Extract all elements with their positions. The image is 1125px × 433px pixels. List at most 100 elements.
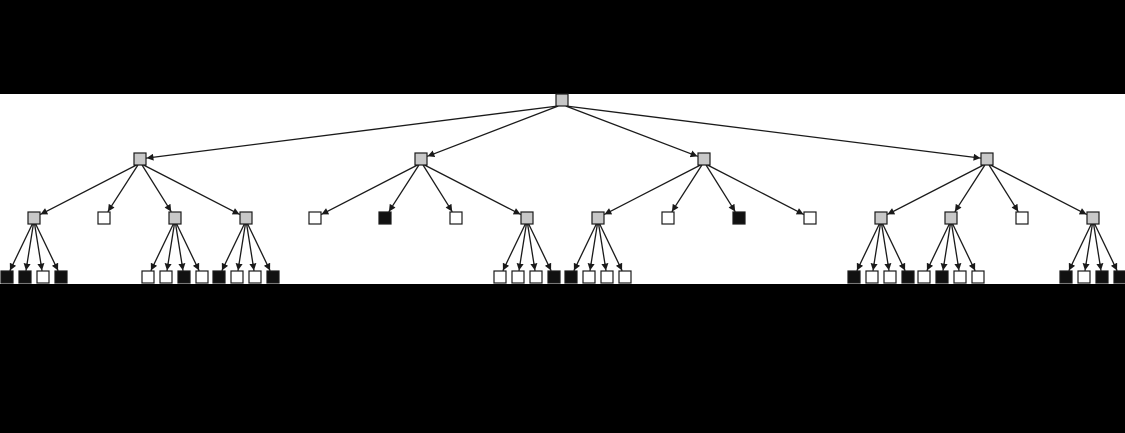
leaf-empty-node [661,211,675,225]
edge-node-1-3-to-2 [164,223,176,271]
edge-node-4-2-to-2 [940,223,952,271]
edge-node-1-4-to-1 [221,223,245,271]
edge-root-to-node-2 [427,105,559,158]
leaf-empty-node [917,270,931,284]
edge-node-4-to-1 [887,164,984,215]
edge-node-4-4-to-2 [1082,223,1094,271]
edge-node-3-1-to-2 [587,223,599,271]
leaf-empty-node [618,270,632,284]
internal-node [980,152,994,166]
edge-node-1-3-to-4 [176,223,200,271]
edge-node-1-1-to-4 [35,223,59,271]
leaf-empty-node [159,270,173,284]
leaf-filled-node [378,211,392,225]
edge-node-2-4-to-1 [502,223,526,271]
edge-node-4-4-to-3 [1092,223,1104,271]
edge-node-2-4-to-2 [516,223,528,271]
leaf-filled-node [212,270,226,284]
edge-node-3-to-2 [671,164,703,212]
edge-node-4-2-to-4 [952,223,976,271]
edge-node-4-to-2 [954,164,986,212]
internal-node [591,211,605,225]
edge-root-to-node-3 [565,105,698,158]
leaf-empty-node [36,270,50,284]
leaf-empty-node [493,270,507,284]
leaf-empty-node [97,211,111,225]
edge-node-4-4-to-4 [1094,223,1118,271]
leaf-filled-node [935,270,949,284]
leaf-empty-node [582,270,596,284]
leaf-filled-node [547,270,561,284]
edge-node-3-to-4 [707,164,804,215]
edge-node-1-3-to-1 [150,223,174,271]
edge-node-4-1-to-1 [856,223,880,271]
leaf-empty-node [449,211,463,225]
leaf-empty-node [865,270,879,284]
leaf-empty-node [883,270,897,284]
tree-edges [9,105,1118,271]
leaf-empty-node [248,270,262,284]
edge-root-to-node-1 [146,105,559,161]
leaf-filled-node [732,211,746,225]
leaf-filled-node [1059,270,1073,284]
leaf-filled-node [1095,270,1109,284]
edge-node-1-to-1 [40,164,137,215]
edge-node-4-2-to-3 [950,223,962,271]
edge-root-to-node-4 [565,105,981,161]
leaf-filled-node [266,270,280,284]
leaf-filled-node [177,270,191,284]
edge-node-3-to-3 [705,164,736,212]
root-node [555,93,569,107]
edge-node-4-to-4 [990,164,1087,215]
internal-node [697,152,711,166]
edge-node-1-1-to-3 [33,223,45,271]
edge-node-1-to-3 [141,164,172,212]
leaf-filled-node [18,270,32,284]
leaf-empty-node [971,270,985,284]
leaf-empty-node [308,211,322,225]
leaf-empty-node [529,270,543,284]
edge-node-3-to-1 [604,164,701,215]
edge-node-1-3-to-3 [174,223,186,271]
leaf-empty-node [1077,270,1091,284]
leaf-filled-node [0,270,14,284]
leaf-filled-node [564,270,578,284]
leaf-empty-node [600,270,614,284]
edge-node-2-4-to-4 [528,223,552,271]
edge-node-4-1-to-4 [882,223,906,271]
internal-node [133,152,147,166]
edge-node-2-to-3 [422,164,453,212]
edge-node-1-1-to-1 [9,223,33,271]
edge-node-3-1-to-4 [599,223,623,271]
edge-node-4-1-to-2 [870,223,882,271]
edge-node-2-to-2 [388,164,420,212]
leaf-filled-node [901,270,915,284]
edge-node-3-1-to-1 [573,223,597,271]
leaf-empty-node [511,270,525,284]
edge-node-2-to-4 [424,164,521,215]
edge-node-4-1-to-3 [880,223,892,271]
edge-node-4-to-3 [988,164,1019,212]
internal-node [168,211,182,225]
tree-nodes [0,93,1125,284]
edge-node-1-4-to-4 [247,223,271,271]
leaf-empty-node [1015,211,1029,225]
internal-node [874,211,888,225]
internal-node [27,211,41,225]
edge-node-4-2-to-1 [926,223,950,271]
leaf-filled-node [847,270,861,284]
leaf-empty-node [195,270,209,284]
internal-node [414,152,428,166]
leaf-empty-node [230,270,244,284]
edge-node-1-4-to-2 [235,223,247,271]
edge-node-1-to-2 [107,164,139,212]
edge-node-1-to-4 [143,164,240,215]
internal-node [520,211,534,225]
leaf-empty-node [803,211,817,225]
leaf-filled-node [1113,270,1125,284]
edge-node-1-4-to-3 [245,223,257,271]
leaf-empty-node [953,270,967,284]
leaf-filled-node [54,270,68,284]
edge-node-3-1-to-3 [597,223,609,271]
